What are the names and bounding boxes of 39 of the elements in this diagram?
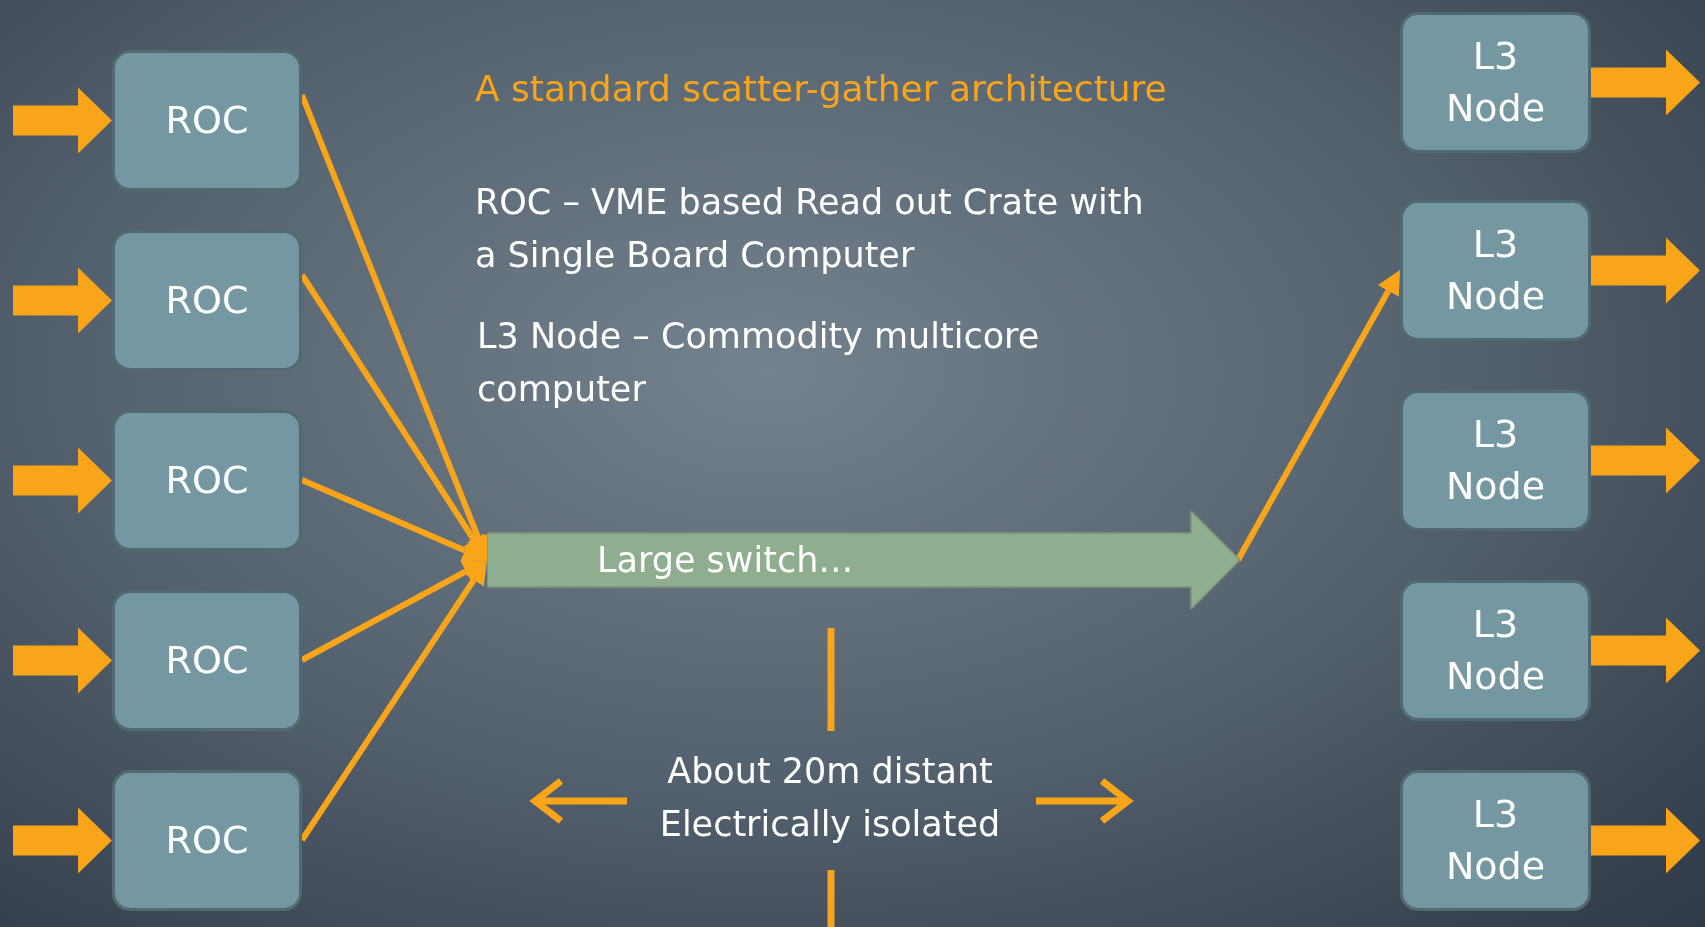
l3-node-box — [1400, 12, 1591, 153]
block-arrow — [1591, 427, 1700, 494]
block-arrow — [13, 447, 112, 514]
node-label: ROC — [164, 636, 250, 684]
roc-box — [112, 410, 302, 551]
block-arrow — [1591, 617, 1700, 684]
block-arrow — [1591, 237, 1700, 304]
arrow — [300, 477, 487, 562]
switch-label: Large switch… — [597, 539, 854, 582]
l3-node-box — [1400, 390, 1591, 531]
title: A standard scatter-gather architecture — [475, 67, 1167, 111]
node-label: L3 Node — [1444, 221, 1547, 320]
block-arrow — [13, 87, 112, 154]
switch-arrow — [487, 511, 1240, 609]
node-label: L3 Node — [1444, 601, 1547, 700]
node-label: ROC — [164, 96, 250, 144]
roc-box — [112, 230, 302, 371]
note-text: ROC – VME based Read out Crate with a Single Board Computer — [475, 181, 1145, 277]
node-label: L3 Node — [1444, 411, 1547, 510]
node-label: L3 Node — [1444, 33, 1547, 132]
block-arrow — [13, 807, 112, 874]
roc-box — [112, 590, 302, 731]
block-arrow — [1591, 807, 1700, 874]
block-arrow — [13, 267, 112, 334]
l3-node-box — [1400, 580, 1591, 721]
block-arrow — [1591, 49, 1700, 116]
l3-node-box — [1400, 200, 1591, 341]
arrow — [300, 560, 487, 663]
roc-box — [112, 50, 302, 191]
arrow — [1235, 270, 1400, 562]
node-label: ROC — [164, 456, 250, 504]
l3-node-box — [1400, 770, 1591, 911]
node-label: ROC — [164, 276, 250, 324]
roc-box — [112, 770, 302, 911]
node-label: L3 Node — [1444, 791, 1547, 890]
node-label: ROC — [164, 816, 250, 864]
block-arrow — [13, 627, 112, 694]
note-text: About 20m distant Electrically isolated — [658, 750, 1002, 846]
note-text: L3 Node – Commodity multicore computer — [477, 315, 1041, 411]
